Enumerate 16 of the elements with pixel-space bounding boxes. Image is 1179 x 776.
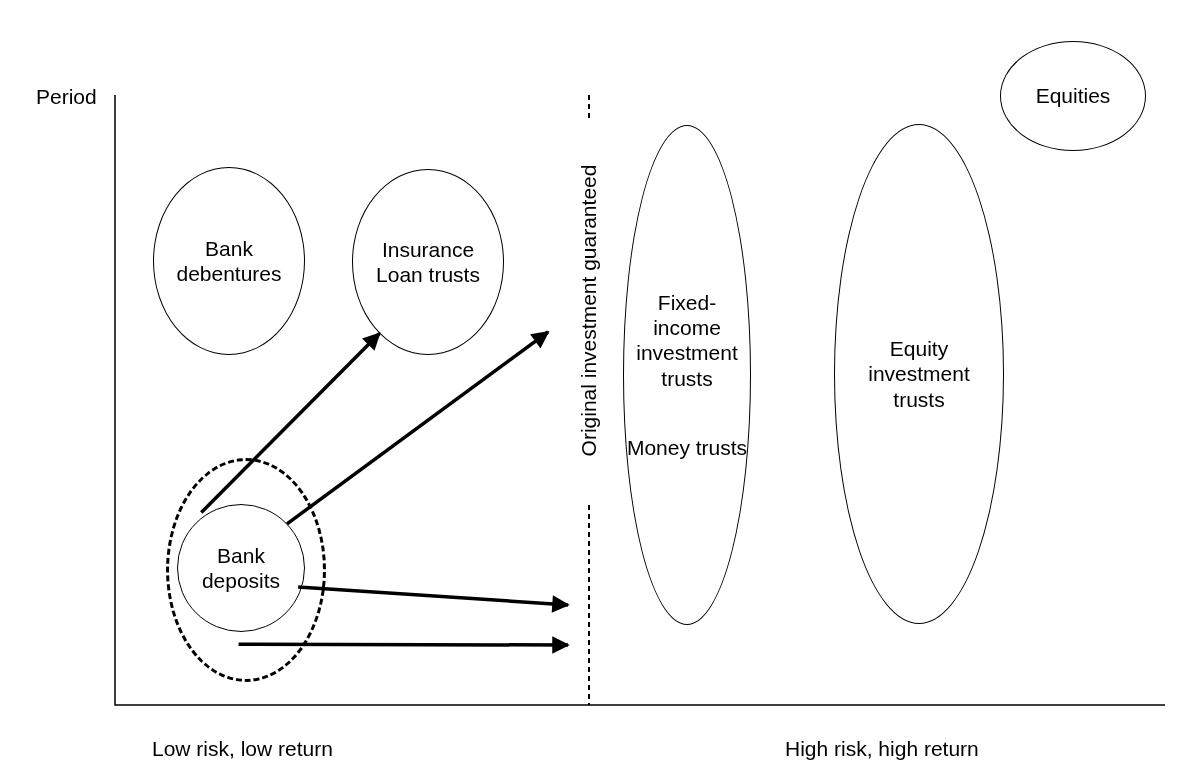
node-text: Fixed-income investment trusts: [635, 290, 739, 391]
dashed-ellipse: [166, 458, 326, 682]
node-text: Equity investment trusts: [867, 336, 971, 412]
arrow: [286, 330, 550, 526]
node-text: Equities: [1035, 83, 1111, 109]
node-text: Bank debentures: [175, 235, 283, 287]
node-text: Money trusts: [626, 434, 748, 460]
divider-label: Original investment guaranteed: [578, 164, 600, 456]
arrow: [298, 585, 570, 613]
axis-label: High risk, high return: [785, 738, 979, 759]
axis-label: Period: [36, 86, 97, 107]
node-text: Bank deposits: [200, 542, 282, 594]
arrow: [238, 636, 570, 654]
node-text: Insurance Loan trusts: [375, 236, 481, 288]
axis-label: Low risk, low return: [152, 738, 333, 759]
arrow: [200, 332, 381, 514]
